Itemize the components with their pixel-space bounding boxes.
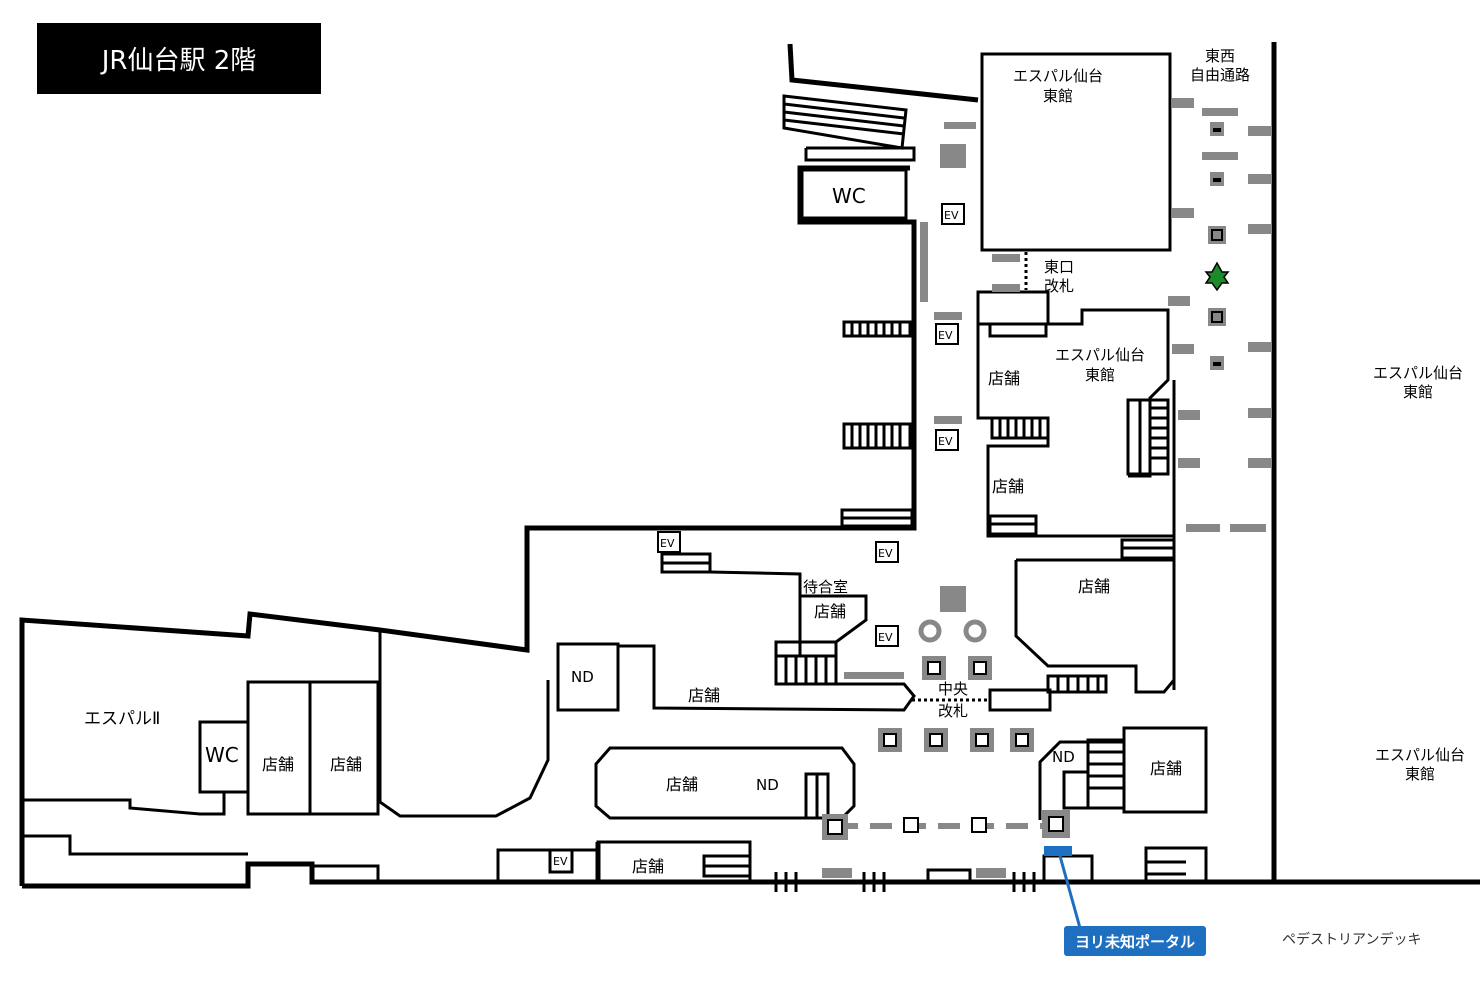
portal-callout-label[interactable]: ヨリ未知ポータル <box>1064 926 1206 956</box>
west-corridor-stairs <box>840 320 914 528</box>
passage-pillars <box>1208 122 1226 370</box>
wc-label: WC <box>205 743 239 767</box>
ev-label: EV <box>553 855 568 868</box>
elevator-boxes <box>657 203 965 647</box>
shop-label: 店舗 <box>1078 577 1110 596</box>
map-title: JR仙台駅 2階 <box>37 23 321 94</box>
espal-east-label: 東館 <box>1405 765 1435 783</box>
nd-label: ND <box>1052 748 1075 766</box>
central-structures <box>378 552 1176 818</box>
ev-label: EV <box>878 631 893 644</box>
shop-label: 店舗 <box>666 775 698 794</box>
shop-label: 店舗 <box>330 755 362 774</box>
shop-label: 店舗 <box>262 755 294 774</box>
shop-label: 店舗 <box>988 369 1020 388</box>
ev-label: EV <box>938 435 953 448</box>
espal-east-label: エスパル仙台 <box>1375 746 1465 764</box>
ev-label: EV <box>944 209 959 222</box>
waiting-room-label: 待合室 <box>803 578 848 596</box>
espal-east-label: エスパル仙台 <box>1013 67 1103 85</box>
east-gate-label: 改札 <box>1044 277 1074 295</box>
shop-label: 店舗 <box>632 857 664 876</box>
east-west-passage-label: 自由通路 <box>1190 66 1250 84</box>
shop-label: 店舗 <box>688 686 720 705</box>
gray-blocks <box>822 98 1272 878</box>
espal-east-label: 東館 <box>1043 87 1073 105</box>
espal-east-label: エスパル仙台 <box>1055 346 1145 364</box>
espal2-label: エスパルⅡ <box>84 709 160 729</box>
shop-label: 店舗 <box>1150 759 1182 778</box>
east-west-passage-label: 東西 <box>1205 47 1235 65</box>
ev-label: EV <box>660 537 675 550</box>
central-gate-label: 中央 <box>938 680 968 698</box>
east-gate-label: 東口 <box>1044 258 1074 276</box>
wc-label: WC <box>832 184 866 208</box>
ev-label: EV <box>938 329 953 342</box>
espal2-structures <box>22 680 380 856</box>
espal-east-label: 東館 <box>1403 383 1433 401</box>
upper-west-structures <box>782 94 916 220</box>
central-gate-label: 改札 <box>938 702 968 720</box>
espal-east-building <box>980 52 1172 252</box>
portal-location-marker <box>1044 846 1082 929</box>
espal-east-label: 東館 <box>1085 366 1115 384</box>
central-circles <box>918 619 987 643</box>
nd-label: ND <box>756 776 779 794</box>
nd-label: ND <box>571 668 594 686</box>
central-gate-pillars <box>878 656 1034 752</box>
shop-label: 店舗 <box>814 602 846 621</box>
shop-label: 店舗 <box>992 477 1024 496</box>
shop-stairs <box>988 416 1176 560</box>
star-marker-icon <box>1204 261 1230 292</box>
lower-pillar-row <box>822 810 1070 840</box>
pedestrian-deck-label: ペデストリアンデッキ <box>1282 931 1421 948</box>
map-labels: WC WC EV EV EV EV EV EV EV 東西 自由通路 エスパル仙… <box>84 47 1465 948</box>
espal-east-label: エスパル仙台 <box>1373 364 1463 382</box>
ev-label: EV <box>878 547 893 560</box>
entrance-ticks <box>774 872 1036 892</box>
